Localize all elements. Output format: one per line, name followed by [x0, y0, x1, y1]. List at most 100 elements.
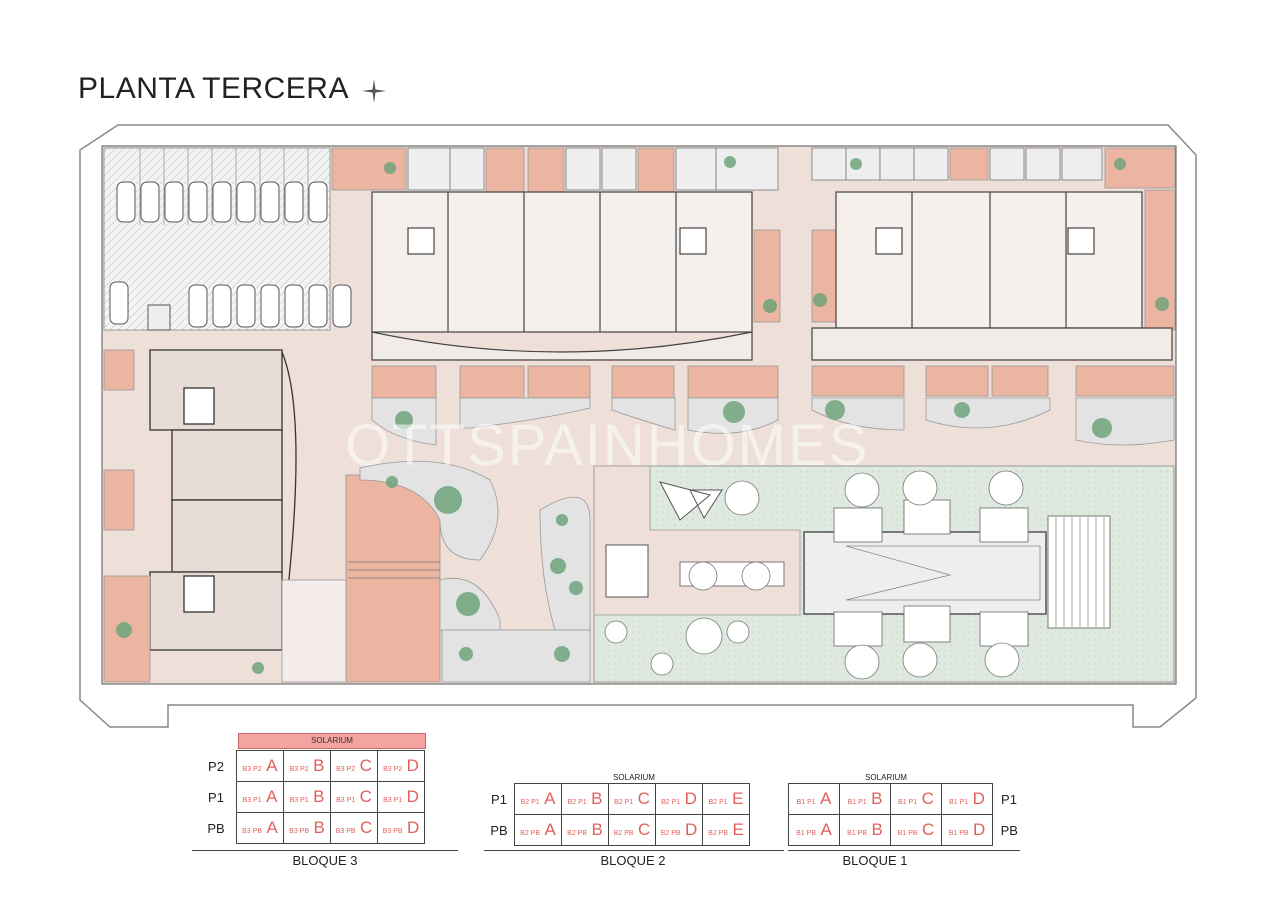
unit-cell: B2 PB C [608, 814, 656, 846]
bloque-3-building [149, 349, 297, 651]
unit-code: B2 PB [567, 830, 588, 837]
unit-letter: B [313, 787, 325, 806]
unit-letter: E [732, 820, 744, 839]
level-label: P2 [208, 758, 224, 774]
unit-letter: D [406, 756, 419, 775]
unit-code: B2 P1 [520, 799, 540, 806]
unit-cell: B1 P1 D [941, 783, 993, 815]
parking-spaces [109, 181, 352, 328]
level-label: PB [1000, 822, 1018, 838]
unit-cell: B3 PB C [330, 812, 378, 844]
unit-letter: B [871, 820, 883, 839]
unit-code: B1 P1 [898, 799, 918, 806]
unit-code: B2 P1 [567, 799, 587, 806]
unit-code: B2 PB [660, 830, 681, 837]
stair-core [147, 304, 171, 331]
west-strip-terraces [103, 469, 135, 531]
unit-code: B3 P2 [383, 766, 403, 773]
unit-letter: A [820, 820, 832, 839]
unit-code: B3 P1 [336, 797, 356, 804]
sail-shade [659, 481, 723, 521]
unit-code: B1 P1 [796, 799, 816, 806]
unit-letter: D [406, 787, 419, 806]
unit-letter: E [732, 789, 744, 808]
unit-letter: C [360, 818, 373, 837]
unit-code: B3 P1 [289, 797, 309, 804]
unit-code: B1 PB [948, 830, 969, 837]
bloque1-label: BLOQUE 1 [842, 853, 908, 868]
level-label: P1 [1001, 791, 1017, 807]
unit-letter: A [266, 787, 278, 806]
unit-cell: B3 PB D [377, 812, 425, 844]
unit-cell: B3 P2 A [236, 750, 284, 782]
unit-cell: B1 P1 B [839, 783, 891, 815]
unit-letter: B [591, 820, 603, 839]
unit-cell: B3 PB A [236, 812, 284, 844]
restroom [605, 544, 649, 598]
unit-cell: B1 P1 A [788, 783, 840, 815]
bloque3-solarium: SOLARIUM [238, 733, 426, 749]
level-label: P1 [491, 791, 507, 807]
unit-cell: B2 P1 A [514, 783, 562, 815]
unit-letter: A [544, 820, 556, 839]
level-label: PB [490, 822, 508, 838]
unit-cell: B3 P2 D [377, 750, 425, 782]
unit-code: B2 P1 [708, 799, 728, 806]
unit-cell: B2 PB A [514, 814, 562, 846]
pergola [1047, 515, 1111, 629]
unit-letter: A [544, 789, 556, 808]
unit-code: B2 P1 [661, 799, 681, 806]
unit-letter: C [359, 756, 372, 775]
unit-cell: B1 PB D [941, 814, 993, 846]
unit-code: B2 PB [520, 830, 541, 837]
unit-letter: B [313, 818, 325, 837]
unit-letter: A [266, 818, 278, 837]
unit-cell: B3 P1 B [283, 781, 331, 813]
unit-code: B2 P1 [614, 799, 634, 806]
unit-cell: B3 P1 D [377, 781, 425, 813]
bloque-1-terraces [811, 365, 1175, 397]
unit-cell: B1 PB C [890, 814, 942, 846]
plants [116, 156, 1169, 674]
unit-letter: C [637, 789, 650, 808]
unit-letter: B [591, 789, 603, 808]
bloque1-solarium: SOLARIUM [865, 773, 907, 782]
unit-letter: A [266, 756, 278, 775]
unit-code: B1 P1 [949, 799, 969, 806]
unit-cell: B3 PB B [283, 812, 331, 844]
sunbeds [833, 499, 1029, 647]
umbrellas [604, 470, 1024, 680]
unit-code: B1 P1 [847, 799, 867, 806]
unit-letter: D [684, 789, 697, 808]
unit-letter: C [921, 789, 934, 808]
unit-code: B3 P2 [336, 766, 356, 773]
bloque3-label: BLOQUE 3 [292, 853, 358, 868]
unit-code: B3 PB [242, 828, 263, 835]
unit-code: B3 P2 [289, 766, 309, 773]
bloque-2-building [371, 191, 753, 361]
unit-cell: B1 PB A [788, 814, 840, 846]
unit-cell: B1 PB B [839, 814, 891, 846]
unit-cell: B2 P1 E [702, 783, 750, 815]
unit-cell: B3 P2 B [283, 750, 331, 782]
unit-cell: B3 P1 C [330, 781, 378, 813]
unit-code: B1 PB [796, 830, 817, 837]
bloque-2-terraces [371, 365, 779, 399]
unit-letter: C [359, 787, 372, 806]
compass-star-icon [362, 79, 386, 103]
unit-cell: B1 P1 C [890, 783, 942, 815]
unit-code: B3 P2 [242, 766, 262, 773]
bloque2-solarium: SOLARIUM [613, 773, 655, 782]
unit-letter: A [820, 789, 832, 808]
unit-cell: B2 PB E [702, 814, 750, 846]
